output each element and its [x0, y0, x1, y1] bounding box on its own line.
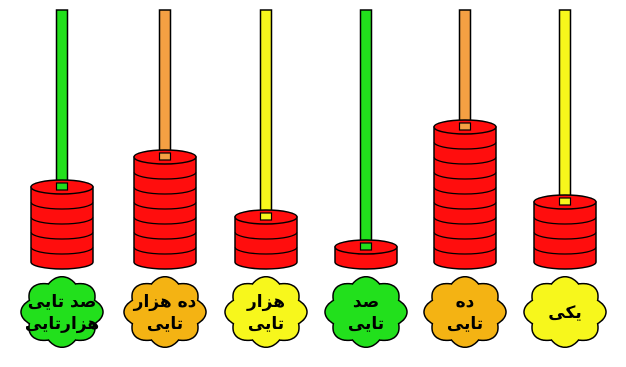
bead-stack [433, 126, 497, 270]
place-value-flower [324, 275, 408, 349]
bead-stack [234, 216, 298, 270]
rod-hole [359, 242, 373, 251]
place-value-flower [123, 275, 207, 349]
abacus-rod-6: یکی [523, 9, 607, 349]
bead [30, 216, 94, 225]
bead [133, 231, 197, 240]
place-value-label: هزار [246, 292, 285, 312]
bead [133, 216, 197, 225]
bead-stack [533, 201, 597, 270]
rod-stick [458, 9, 472, 130]
bead [533, 231, 597, 240]
bead [30, 201, 94, 210]
place-value-label: صد تایی [28, 292, 97, 312]
bead [433, 216, 497, 225]
place-value-label: صد [353, 292, 379, 312]
rod-stick [259, 9, 273, 220]
rod-hole [558, 197, 572, 206]
bead-stack [133, 156, 197, 270]
bead [234, 246, 298, 255]
bead [133, 171, 197, 180]
place-value-flower [20, 275, 104, 349]
rod-hole [259, 212, 273, 221]
bead [30, 246, 94, 255]
rod-hole [55, 182, 69, 191]
place-value-label: تایی [248, 314, 284, 334]
rod-hole [158, 152, 172, 161]
rod-stick [359, 9, 373, 250]
bead [433, 141, 497, 150]
rod-stick [55, 9, 69, 190]
place-value-flower [423, 275, 507, 349]
place-value-label: تایی [447, 314, 483, 334]
rod-hole [458, 122, 472, 131]
bead [234, 231, 298, 240]
bead [133, 246, 197, 255]
place-value-label: تایی [348, 314, 384, 334]
bead [30, 231, 94, 240]
bead-stack [30, 186, 94, 270]
bead [133, 186, 197, 195]
bead [433, 171, 497, 180]
place-value-label: یکی [548, 303, 581, 323]
bead [433, 246, 497, 255]
place-value-flower [224, 275, 308, 349]
place-value-label: تایی [147, 314, 183, 334]
place-value-label: ده [456, 292, 475, 312]
place-value-label: هزارتایی [25, 314, 99, 334]
bead [133, 201, 197, 210]
rod-stick [158, 9, 172, 160]
bead [433, 156, 497, 165]
place-value-label: ده هزار [133, 292, 197, 312]
abacus-rod-2: ده هزارتایی [123, 9, 207, 349]
bead [533, 216, 597, 225]
bead [433, 186, 497, 195]
rod-stick [558, 9, 572, 205]
place-value-flower [523, 275, 607, 349]
bead [533, 246, 597, 255]
bead [433, 231, 497, 240]
abacus-rod-3: هزارتایی [224, 9, 308, 349]
bead [433, 201, 497, 210]
